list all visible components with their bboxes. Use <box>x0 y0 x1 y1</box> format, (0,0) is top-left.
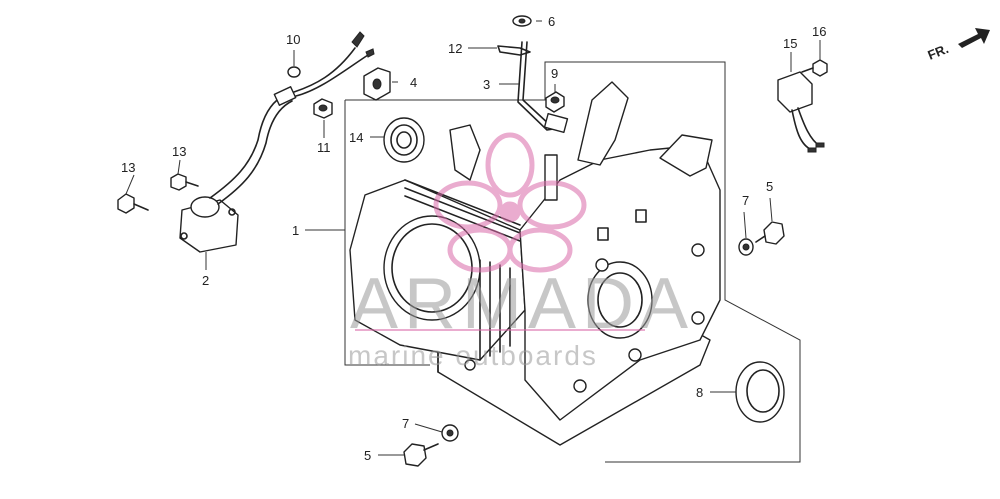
washer-7-bottom <box>441 424 459 442</box>
nut-small <box>545 91 565 113</box>
callout-labels: 1 2 3 4 5 5 6 7 7 8 9 10 11 12 13 13 14 … <box>121 14 826 463</box>
watermark-tagline: marine outboards <box>348 340 598 371</box>
callout-11: 11 <box>317 140 331 155</box>
governor-rod <box>517 41 569 134</box>
callout-12: 12 <box>448 41 462 56</box>
callout-4: 4 <box>410 75 417 90</box>
o-ring <box>287 66 301 78</box>
callout-1: 1 <box>292 223 299 238</box>
callout-5-bottom: 5 <box>364 448 371 463</box>
callout-8: 8 <box>696 385 703 400</box>
callout-10: 10 <box>286 32 300 47</box>
callout-16: 16 <box>812 24 826 39</box>
bolt-5-right <box>755 221 785 245</box>
callout-6: 6 <box>548 14 555 29</box>
bearing <box>383 117 425 163</box>
callout-7-bottom: 7 <box>402 416 409 431</box>
front-arrow-icon <box>958 28 990 48</box>
leader-lines <box>125 20 821 456</box>
watermark: ARMADA marine outboards <box>348 132 694 371</box>
callout-14: 14 <box>349 130 363 145</box>
washer-7-right <box>738 238 754 256</box>
callout-13-right: 13 <box>172 144 186 159</box>
assembly-bracket <box>344 61 801 463</box>
callout-15: 15 <box>783 36 797 51</box>
fr-label: FR. <box>926 41 951 63</box>
washer-top <box>512 15 532 27</box>
bolt-13-b <box>170 173 199 191</box>
bolt-13-a <box>117 193 149 214</box>
oil-alert-switch <box>777 71 825 153</box>
watermark-brand: ARMADA <box>350 264 694 344</box>
bolt-16 <box>801 59 828 77</box>
drain-plug <box>313 98 333 119</box>
crankcase-block <box>349 81 721 446</box>
front-direction-indicator: FR. <box>926 28 990 63</box>
callout-9: 9 <box>551 66 558 81</box>
watermark-flower-logo <box>433 132 587 273</box>
callout-3: 3 <box>483 77 490 92</box>
callout-2: 2 <box>202 273 209 288</box>
bolt-5-bottom <box>403 443 439 467</box>
callout-7-right: 7 <box>742 193 749 208</box>
callout-5-right: 5 <box>766 179 773 194</box>
fitting-elbow <box>179 31 375 253</box>
oil-seal <box>735 361 785 423</box>
callout-13-left: 13 <box>121 160 135 175</box>
grommet <box>363 67 391 101</box>
rod-clip <box>497 45 531 56</box>
